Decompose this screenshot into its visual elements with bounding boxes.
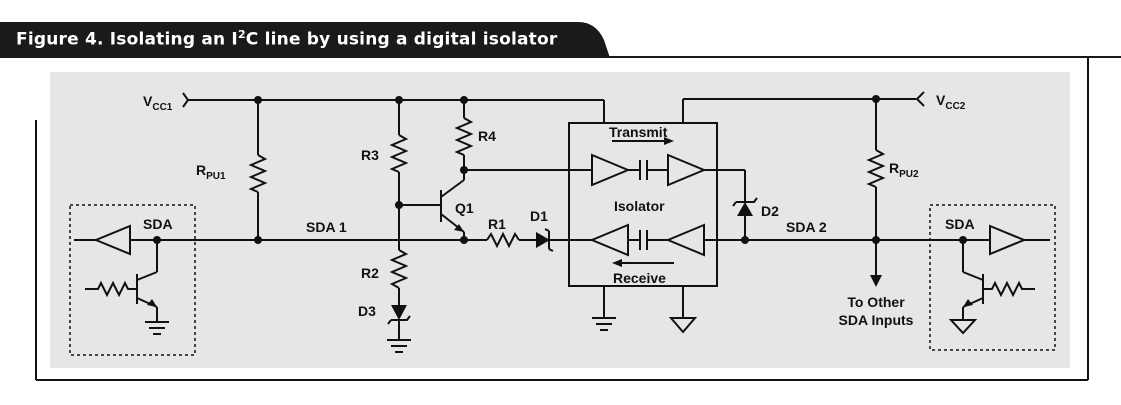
transmit-arrowhead bbox=[664, 137, 674, 145]
vcc1-label: VCC1 bbox=[143, 93, 173, 113]
r2-label: R2 bbox=[361, 265, 379, 281]
node-d2-sda2 bbox=[741, 236, 749, 244]
sda-right-label: SDA bbox=[945, 216, 975, 232]
left-device-box bbox=[69, 204, 196, 356]
receive-arrowhead bbox=[612, 259, 622, 267]
right-emitter-arrow bbox=[963, 299, 973, 307]
node-left-sda bbox=[153, 236, 161, 244]
q1-label: Q1 bbox=[455, 200, 474, 216]
r1-label: R1 bbox=[488, 216, 506, 232]
d2-diode-triangle bbox=[737, 202, 753, 216]
node-r4-top bbox=[460, 96, 468, 104]
d3-diode-triangle bbox=[391, 305, 407, 320]
d2-label: D2 bbox=[761, 203, 779, 219]
figure-title: Figure 4. Isolating an I2C line by using… bbox=[16, 28, 558, 50]
receive-label: Receive bbox=[613, 270, 666, 286]
diagram-panel bbox=[50, 72, 1070, 368]
node-q1-base bbox=[395, 201, 403, 209]
tx-buffer-right bbox=[667, 153, 707, 187]
vcc2-label: VCC2 bbox=[936, 92, 966, 112]
d1-diode-triangle bbox=[536, 232, 550, 248]
sda-left-label: SDA bbox=[143, 216, 173, 232]
node-r3-top bbox=[395, 96, 403, 104]
node-rpu1-top bbox=[254, 96, 262, 104]
node-right-sda bbox=[959, 236, 967, 244]
right-transistor-collector bbox=[962, 271, 984, 281]
vcc2-terminal bbox=[915, 91, 925, 107]
right-sda-buffer bbox=[989, 224, 1027, 256]
q1-collector bbox=[440, 179, 465, 198]
node-q1-collector bbox=[460, 166, 468, 174]
r3-resistor bbox=[389, 134, 409, 173]
rpu1-resistor bbox=[248, 154, 268, 193]
left-transistor-collector bbox=[136, 271, 158, 281]
node-rpu2-sda2 bbox=[872, 236, 880, 244]
r3-label: R3 bbox=[361, 147, 379, 163]
sda1-label: SDA 1 bbox=[306, 219, 347, 235]
d2-zener-bar bbox=[732, 197, 758, 207]
to-other-label-2: SDA Inputs bbox=[839, 312, 914, 328]
r4-label: R4 bbox=[478, 128, 496, 144]
d3-zener-bar bbox=[387, 315, 411, 325]
r2-resistor bbox=[389, 249, 409, 289]
r4-resistor bbox=[454, 117, 474, 156]
d3-label: D3 bbox=[358, 303, 376, 319]
d1-label: D1 bbox=[530, 208, 548, 224]
left-base-resistor bbox=[85, 280, 137, 298]
rpu1-label: RPU1 bbox=[196, 162, 226, 182]
figure-header-bar: Figure 4. Isolating an I2C line by using… bbox=[0, 0, 1121, 58]
rpu2-resistor bbox=[866, 149, 886, 188]
q1-emitter-arrow bbox=[454, 224, 464, 232]
sda2-label: SDA 2 bbox=[786, 219, 827, 235]
to-other-arrow bbox=[870, 275, 882, 287]
right-device-box bbox=[929, 204, 1056, 351]
transmit-label: Transmit bbox=[609, 124, 668, 140]
to-other-label-1: To Other bbox=[847, 294, 905, 310]
right-base-resistor bbox=[983, 280, 1035, 298]
node-rpu2-top bbox=[872, 95, 880, 103]
tx-buffer-left bbox=[591, 153, 631, 187]
left-sda-buffer bbox=[93, 224, 131, 256]
header-shape bbox=[0, 22, 1121, 58]
node-rpu1-sda bbox=[254, 236, 262, 244]
isolator-block bbox=[568, 122, 718, 287]
rpu2-label: RPU2 bbox=[889, 160, 919, 180]
left-emitter-arrow bbox=[147, 299, 157, 307]
r1-resistor bbox=[486, 231, 520, 249]
node-q1-emitter bbox=[460, 236, 468, 244]
right-gnd-symbol bbox=[948, 319, 978, 335]
gnd2-symbol bbox=[668, 317, 698, 334]
isolator-label: Isolator bbox=[614, 198, 665, 214]
